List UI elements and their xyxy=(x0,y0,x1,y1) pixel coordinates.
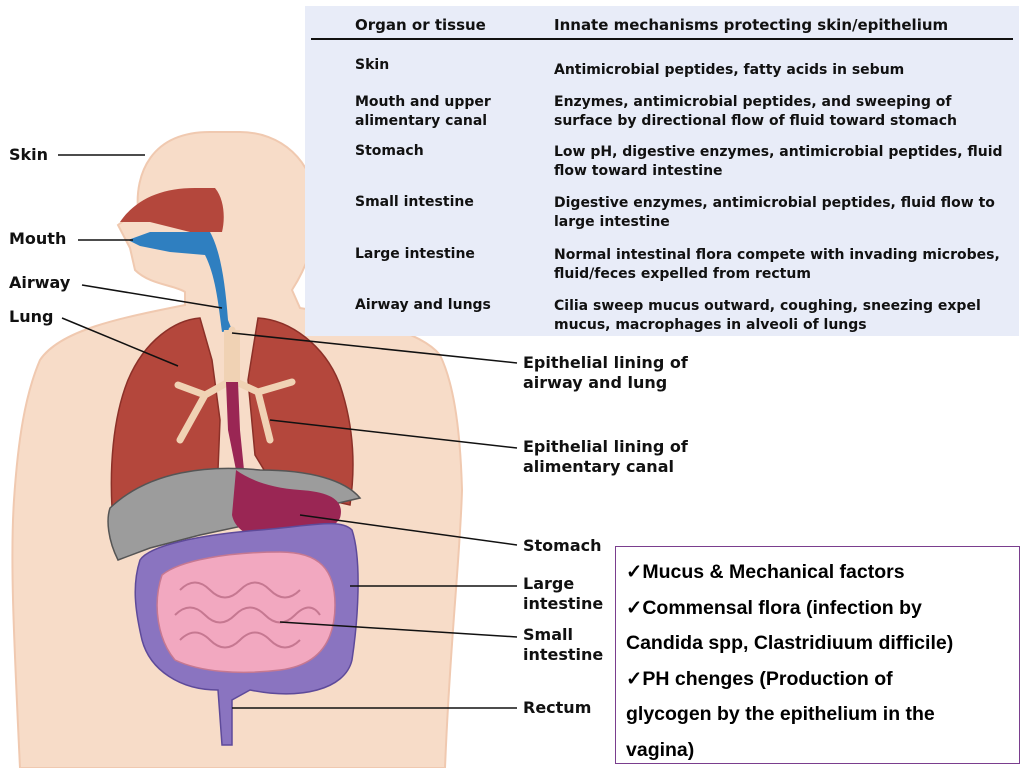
stomach-shape xyxy=(232,470,341,541)
label-stomach: Stomach xyxy=(523,536,602,555)
organ-stomach: Stomach xyxy=(355,143,424,159)
organ-small-intestine: Small intestine xyxy=(355,194,474,210)
right-lung xyxy=(247,317,354,506)
organ-mouth: Mouth and upper alimentary canal xyxy=(355,94,491,129)
nasal-cavity xyxy=(120,188,224,232)
mechanism-small-intestine: Digestive enzymes, antimicrobial peptide… xyxy=(554,195,995,230)
note-item-1: ✓Mucus & Mechanical factors xyxy=(626,561,905,583)
esophagus xyxy=(226,382,244,470)
small-intestine-coils xyxy=(174,581,321,649)
innate-mechanisms-table: Organ or tissue Innate mechanisms protec… xyxy=(305,6,1019,336)
leader-lines xyxy=(58,154,518,709)
label-small-intestine: Small intestine xyxy=(523,625,604,664)
mechanism-mouth: Enzymes, antimicrobial peptides, and swe… xyxy=(554,94,958,129)
organ-airway-lungs: Airway and lungs xyxy=(355,297,491,313)
note-item-3-cont: glycogen by the epithelium in the xyxy=(626,703,935,725)
label-epithelial-airway: Epithelial lining of airway and lung xyxy=(523,353,688,392)
mechanism-skin: Antimicrobial peptides, fatty acids in s… xyxy=(554,62,905,78)
check-icon: ✓ xyxy=(626,561,643,583)
label-mouth: Mouth xyxy=(9,229,67,248)
header-mechanism: Innate mechanisms protecting skin/epithe… xyxy=(554,16,949,34)
header-rule xyxy=(311,38,1013,40)
organ-large-intestine: Large intestine xyxy=(355,246,475,262)
mechanism-stomach: Low pH, digestive enzymes, antimicrobial… xyxy=(554,144,1003,179)
header-organ: Organ or tissue xyxy=(355,16,486,34)
note-item-3-cont2: vagina) xyxy=(626,738,695,761)
mechanism-airway-lungs: Cilia sweep mucus outward, coughing, sne… xyxy=(554,298,981,333)
organ-skin: Skin xyxy=(355,57,390,73)
label-epithelial-alimentary: Epithelial lining of alimentary canal xyxy=(523,437,688,476)
mechanism-large-intestine: Normal intestinal flora compete with inv… xyxy=(554,247,1000,282)
note-item-2: ✓Commensal flora (infection by xyxy=(626,596,922,619)
small-intestine-shape xyxy=(156,551,336,674)
note-item-2-cont: Candida spp, Clastridiuum difficile) xyxy=(626,632,954,654)
check-icon: ✓ xyxy=(626,667,643,690)
pharynx xyxy=(128,232,232,332)
label-rectum: Rectum xyxy=(523,698,592,717)
trachea xyxy=(224,330,240,382)
label-airway: Airway xyxy=(9,273,71,292)
label-lung: Lung xyxy=(9,307,54,326)
innate-factors-notes: ✓Mucus & Mechanical factors ✓Commensal f… xyxy=(615,546,1020,764)
note-item-3: ✓PH chenges (Production of xyxy=(626,667,893,690)
check-icon: ✓ xyxy=(626,596,643,619)
label-large-intestine: Large intestine xyxy=(523,574,604,613)
label-skin: Skin xyxy=(9,145,49,164)
